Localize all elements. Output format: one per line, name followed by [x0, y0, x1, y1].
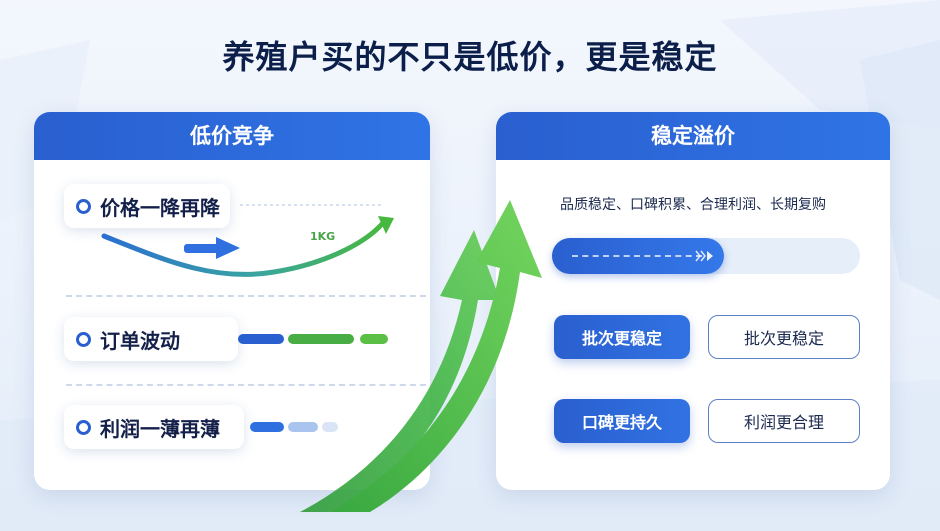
order-fluctuation-item: 订单波动	[64, 317, 238, 361]
reasonable-profit-button[interactable]: 利润更合理	[708, 399, 860, 443]
stable-premium-panel: 稳定溢价 品质稳定、口碑积累、合理利润、长期复购 批次更稳定 批次更稳定 口碑更…	[496, 112, 890, 490]
fluctuation-bar-3	[360, 334, 388, 344]
price-drop-item: 价格一降再降	[64, 184, 230, 228]
stability-progress-track	[552, 238, 860, 274]
low-price-header: 低价竞争	[34, 112, 430, 160]
divider-2	[66, 384, 426, 386]
premium-description: 品质稳定、口碑积累、合理利润、长期复购	[560, 197, 826, 213]
blue-arrow-shaft	[184, 244, 220, 253]
thin-profit-item: 利润一薄再薄	[64, 405, 244, 449]
price-curve-graphic	[101, 204, 394, 277]
profit-bar-1	[250, 422, 284, 432]
blue-arrow-icon	[216, 237, 240, 259]
low-price-panel: 低价竞争 价格一降再降 1KG 订单波动 利润一薄再薄	[34, 112, 430, 490]
profit-bar-3	[322, 422, 338, 432]
curve-label: 1KG	[310, 230, 336, 243]
price-curve-line	[101, 221, 385, 277]
page-title: 养殖户买的不只是低价，更是稳定	[222, 38, 718, 76]
curve-arrowhead-icon	[378, 216, 394, 234]
bullet-icon	[76, 198, 91, 214]
stable-premium-header: 稳定溢价	[496, 112, 890, 160]
divider-1	[66, 295, 426, 297]
order-fluctuation-label: 订单波动	[100, 328, 180, 353]
progress-dashed-line	[572, 255, 702, 257]
bullet-icon	[76, 419, 91, 435]
fluctuation-bar-1	[238, 334, 284, 344]
front-arrow-icon	[330, 200, 542, 512]
bullet-icon	[76, 331, 91, 347]
profit-bar-2	[288, 422, 318, 432]
lasting-reputation-button[interactable]: 口碑更持久	[554, 399, 690, 443]
stable-batch-outline-button[interactable]: 批次更稳定	[708, 315, 860, 359]
stable-batch-button[interactable]: 批次更稳定	[554, 315, 690, 359]
price-drop-label: 价格一降再降	[100, 195, 220, 220]
progress-marker-icon	[695, 250, 713, 262]
fluctuation-bar-2	[288, 334, 354, 344]
stability-progress-fill	[552, 238, 724, 274]
thin-profit-label: 利润一薄再薄	[100, 416, 220, 441]
